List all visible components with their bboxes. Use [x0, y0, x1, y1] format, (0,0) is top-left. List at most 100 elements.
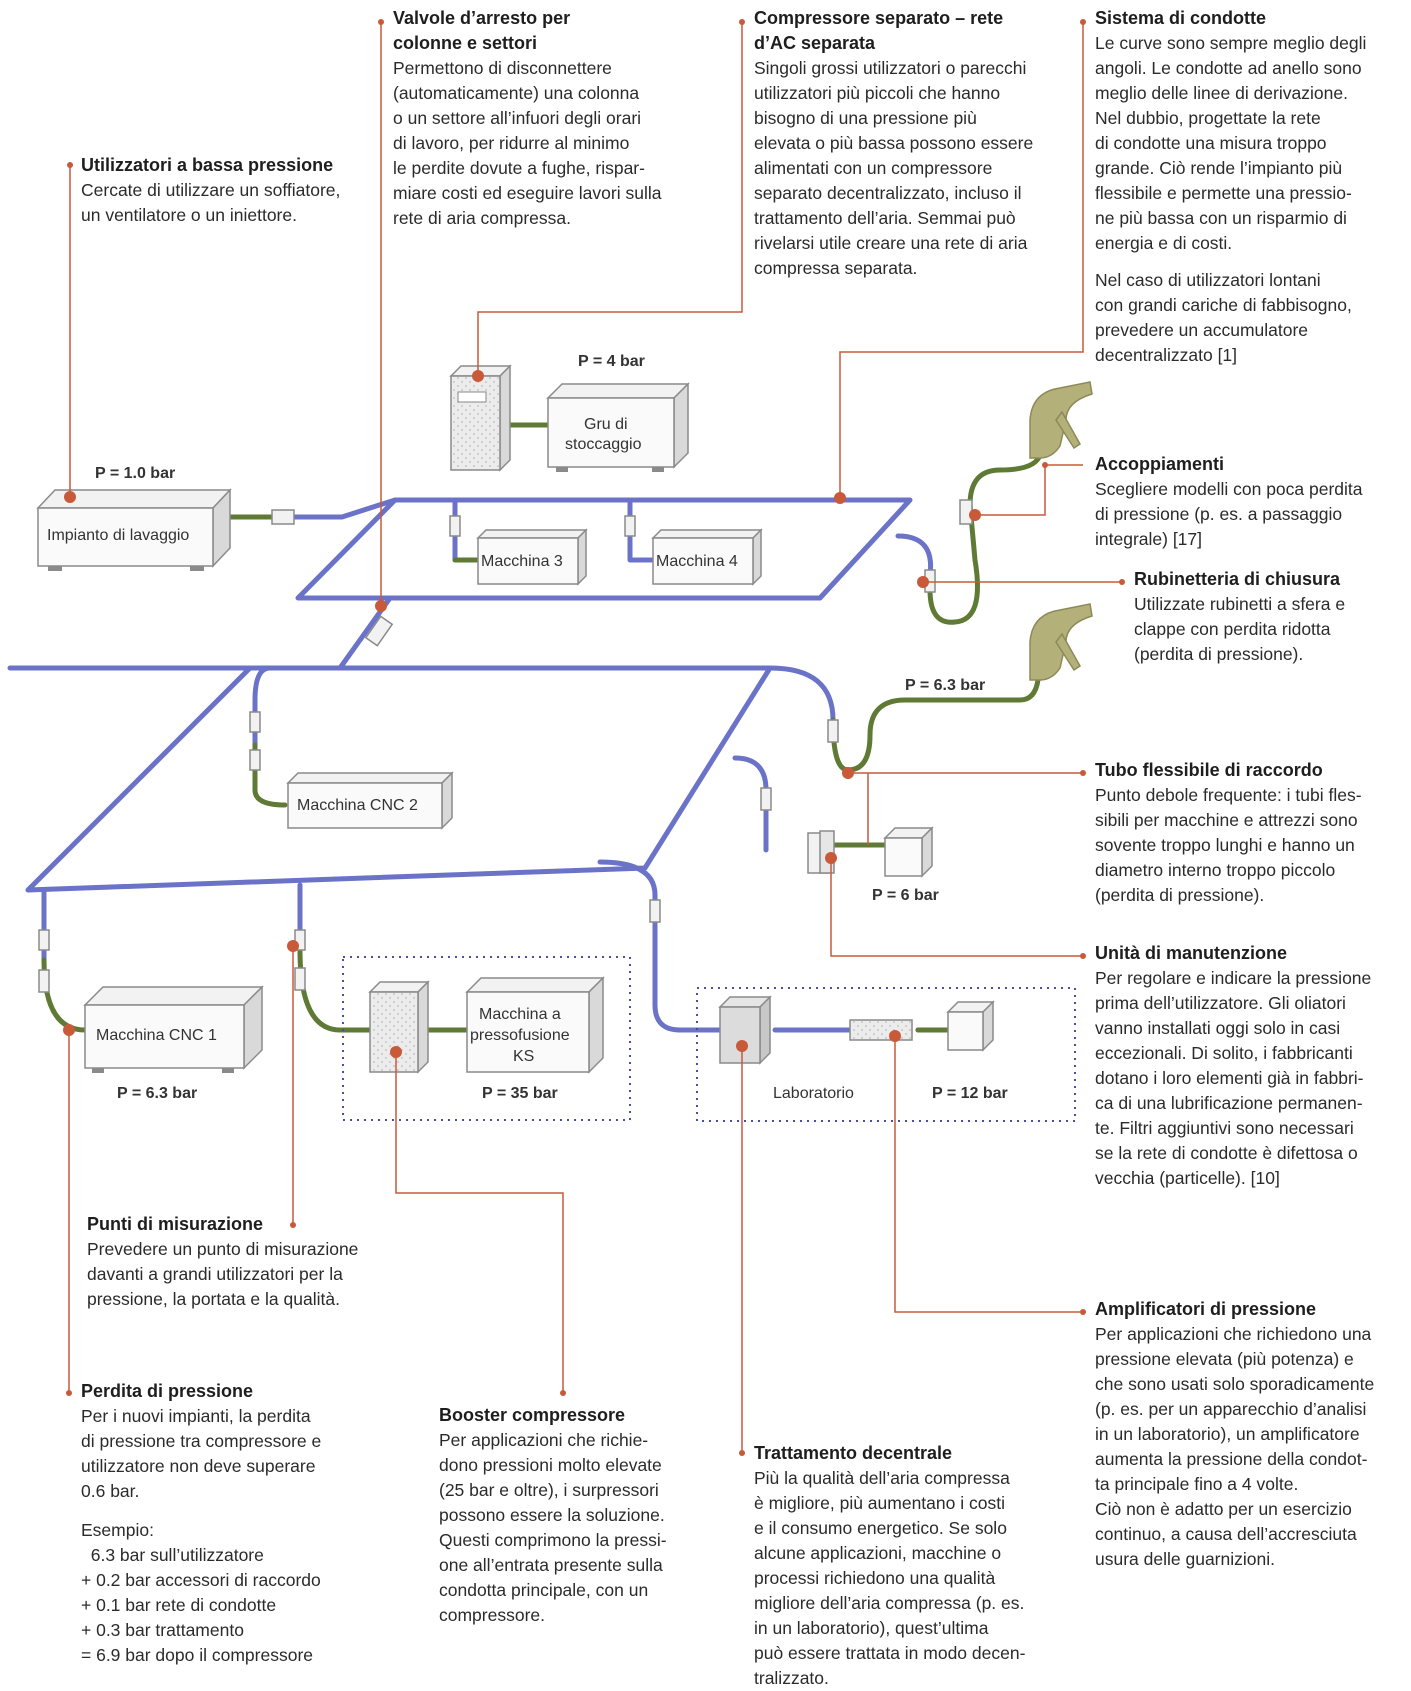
- callout-title: Amplificatori di pressione: [1095, 1299, 1317, 1319]
- pressure-cnc1: P = 6.3 bar: [117, 1085, 197, 1102]
- callout-body: Prevedere un punto di misurazione davant…: [87, 1239, 359, 1309]
- callout-body: Permettono di disconnettere (automaticam…: [393, 58, 662, 228]
- branch-cnc2: [252, 665, 273, 748]
- valve-impianto: [271, 509, 295, 525]
- air-gun-lower: [1029, 603, 1093, 681]
- callout-title: Perdita di pressione: [81, 1381, 254, 1401]
- leader-amplificatori: [894, 1036, 1083, 1313]
- valve-cnc2-b: [249, 749, 261, 771]
- upper-ring-pipe: [295, 497, 913, 601]
- branch-impianto: [287, 497, 398, 520]
- callout-lines: [68, 22, 1122, 1453]
- example-line: + 0.2 bar accessori di raccordo: [81, 1570, 321, 1590]
- machine-gru: [546, 382, 690, 472]
- callout-compressore: Compressore separato – rete d’AC separat…: [754, 6, 1084, 281]
- pressure-lab: P = 12 bar: [932, 1085, 1008, 1102]
- callout-title: Punti di misurazione: [87, 1214, 264, 1234]
- label-ks-line1: Macchina a: [479, 1006, 561, 1023]
- callout-title: Accoppiamenti: [1095, 454, 1225, 474]
- callout-accoppiamenti: Accoppiamenti Scegliere modelli con poca…: [1095, 452, 1405, 552]
- callout-title: Unità di manutenzione: [1095, 943, 1288, 963]
- callout-body: Singoli grossi utilizzatori o parecchi u…: [754, 58, 1034, 278]
- hose-cnc1: [41, 957, 88, 1033]
- callout-title: Valvole d’arresto per colonne e settori: [393, 8, 571, 53]
- label-cnc1: Macchina CNC 1: [96, 1027, 217, 1044]
- example-line: 6.3 bar sull’utilizzatore: [81, 1545, 264, 1565]
- callout-trattamento: Trattamento decentrale Più la qualità de…: [754, 1441, 1074, 1691]
- hose-cnc2: [252, 742, 288, 808]
- callout-rubinetteria: Rubinetteria di chiusura Utilizzate rubi…: [1134, 567, 1404, 667]
- callout-body: Per applicazioni che richie- dono pressi…: [439, 1430, 667, 1625]
- label-macchina4: Macchina 4: [656, 553, 738, 570]
- valve-tool-lower: [827, 719, 839, 743]
- label-cnc2: Macchina CNC 2: [297, 797, 418, 814]
- valve-booster-a: [294, 929, 306, 951]
- valve-unit: [760, 787, 772, 811]
- callout-valvole: Valvole d’arresto per colonne e settori …: [393, 6, 723, 231]
- callout-amplificatori: Amplificatori di pressione Per applicazi…: [1095, 1297, 1407, 1572]
- leader-unita: [830, 858, 1083, 957]
- pressure-gru: P = 4 bar: [578, 353, 645, 370]
- callout-body: Utilizzate rubinetti a sfera e clappe co…: [1134, 594, 1346, 664]
- label-macchina3: Macchina 3: [481, 553, 563, 570]
- machine-4: [651, 528, 763, 586]
- maintenance-unit: [807, 830, 835, 874]
- hose-tool-lower: [830, 677, 1041, 773]
- callout-title: Rubinetteria di chiusura: [1134, 569, 1341, 589]
- label-ks-line3: KS: [513, 1048, 534, 1065]
- pressure-ks: P = 35 bar: [482, 1085, 558, 1102]
- valve-riser: [364, 615, 394, 647]
- callout-perdita: Perdita di pressione Per i nuovi impiant…: [81, 1379, 381, 1668]
- example-label: Esempio:: [81, 1520, 154, 1540]
- pressure-unit: P = 6 bar: [872, 887, 939, 904]
- leader-booster: [395, 1052, 564, 1393]
- callout-tubo: Tubo flessibile di raccordo Punto debole…: [1095, 758, 1405, 908]
- leader-compressore: [477, 22, 743, 376]
- valve-cnc2-a: [249, 711, 261, 733]
- callout-body: Le curve sono sempre meglio degli angoli…: [1095, 33, 1367, 253]
- callout-punti: Punti di misurazione Prevedere un punto …: [87, 1212, 397, 1312]
- label-ks-line2: pressofusione: [470, 1027, 570, 1044]
- label-impianto: Impianto di lavaggio: [47, 527, 189, 544]
- leader-sistema: [839, 22, 1084, 498]
- pressure-impianto: P = 1.0 bar: [95, 465, 175, 482]
- machine-cnc1: [83, 985, 264, 1073]
- callout-body: Cercate di utilizzare un soffiatore, un …: [81, 180, 341, 225]
- compressor-unit: [449, 364, 512, 472]
- callout-body-secondary: Nel caso di utilizzatori lontani con gra…: [1095, 270, 1352, 365]
- machine-3: [476, 528, 588, 586]
- callout-sistema: Sistema di condotte Le curve sono sempre…: [1095, 6, 1405, 368]
- callout-body: Punto debole frequente: i tubi fles- sib…: [1095, 785, 1362, 905]
- valve-macchina3: [449, 515, 461, 537]
- leader-accoppiamenti: [975, 464, 1083, 516]
- callout-title: Compressore separato – rete d’AC separat…: [754, 8, 1004, 53]
- valve-cnc1-b: [38, 969, 50, 993]
- valve-lab: [649, 899, 661, 923]
- callout-title: Utilizzatori a bassa pressione: [81, 155, 334, 175]
- label-gru-line2: stoccaggio: [565, 436, 642, 453]
- example-line: = 6.9 bar dopo il compressore: [81, 1645, 314, 1665]
- callout-utilizzatori: Utilizzatori a bassa pressione Cercate d…: [81, 153, 381, 228]
- callout-title: Booster compressore: [439, 1405, 626, 1425]
- branch-tool-lower: [767, 665, 836, 723]
- machine-cnc2: [286, 771, 454, 830]
- valve-booster-b: [294, 967, 306, 991]
- lab-region: [696, 987, 1076, 1122]
- machine-impianto: [36, 488, 232, 571]
- leader-tubo: [848, 772, 1083, 845]
- callout-body: Per regolare e indicare la pressione pri…: [1095, 968, 1372, 1188]
- callout-body: Per i nuovi impianti, la perdita di pres…: [81, 1406, 322, 1501]
- pressure-tool: P = 6.3 bar: [905, 677, 985, 694]
- label-gru-line1: Gru di: [584, 416, 628, 433]
- label-laboratorio: Laboratorio: [773, 1085, 854, 1102]
- callout-booster: Booster compressore Per applicazioni che…: [439, 1403, 709, 1628]
- callout-unita: Unità di manutenzione Per regolare e ind…: [1095, 941, 1405, 1191]
- example-line: + 0.3 bar trattamento: [81, 1620, 244, 1640]
- callout-title: Trattamento decentrale: [754, 1443, 953, 1463]
- example-line: + 0.1 bar rete di condotte: [81, 1595, 277, 1615]
- air-gun-upper: [1029, 381, 1093, 459]
- valve-cnc1-a: [38, 929, 50, 951]
- callout-body: Scegliere modelli con poca perdita di pr…: [1095, 479, 1363, 549]
- unit-machine: [883, 826, 934, 878]
